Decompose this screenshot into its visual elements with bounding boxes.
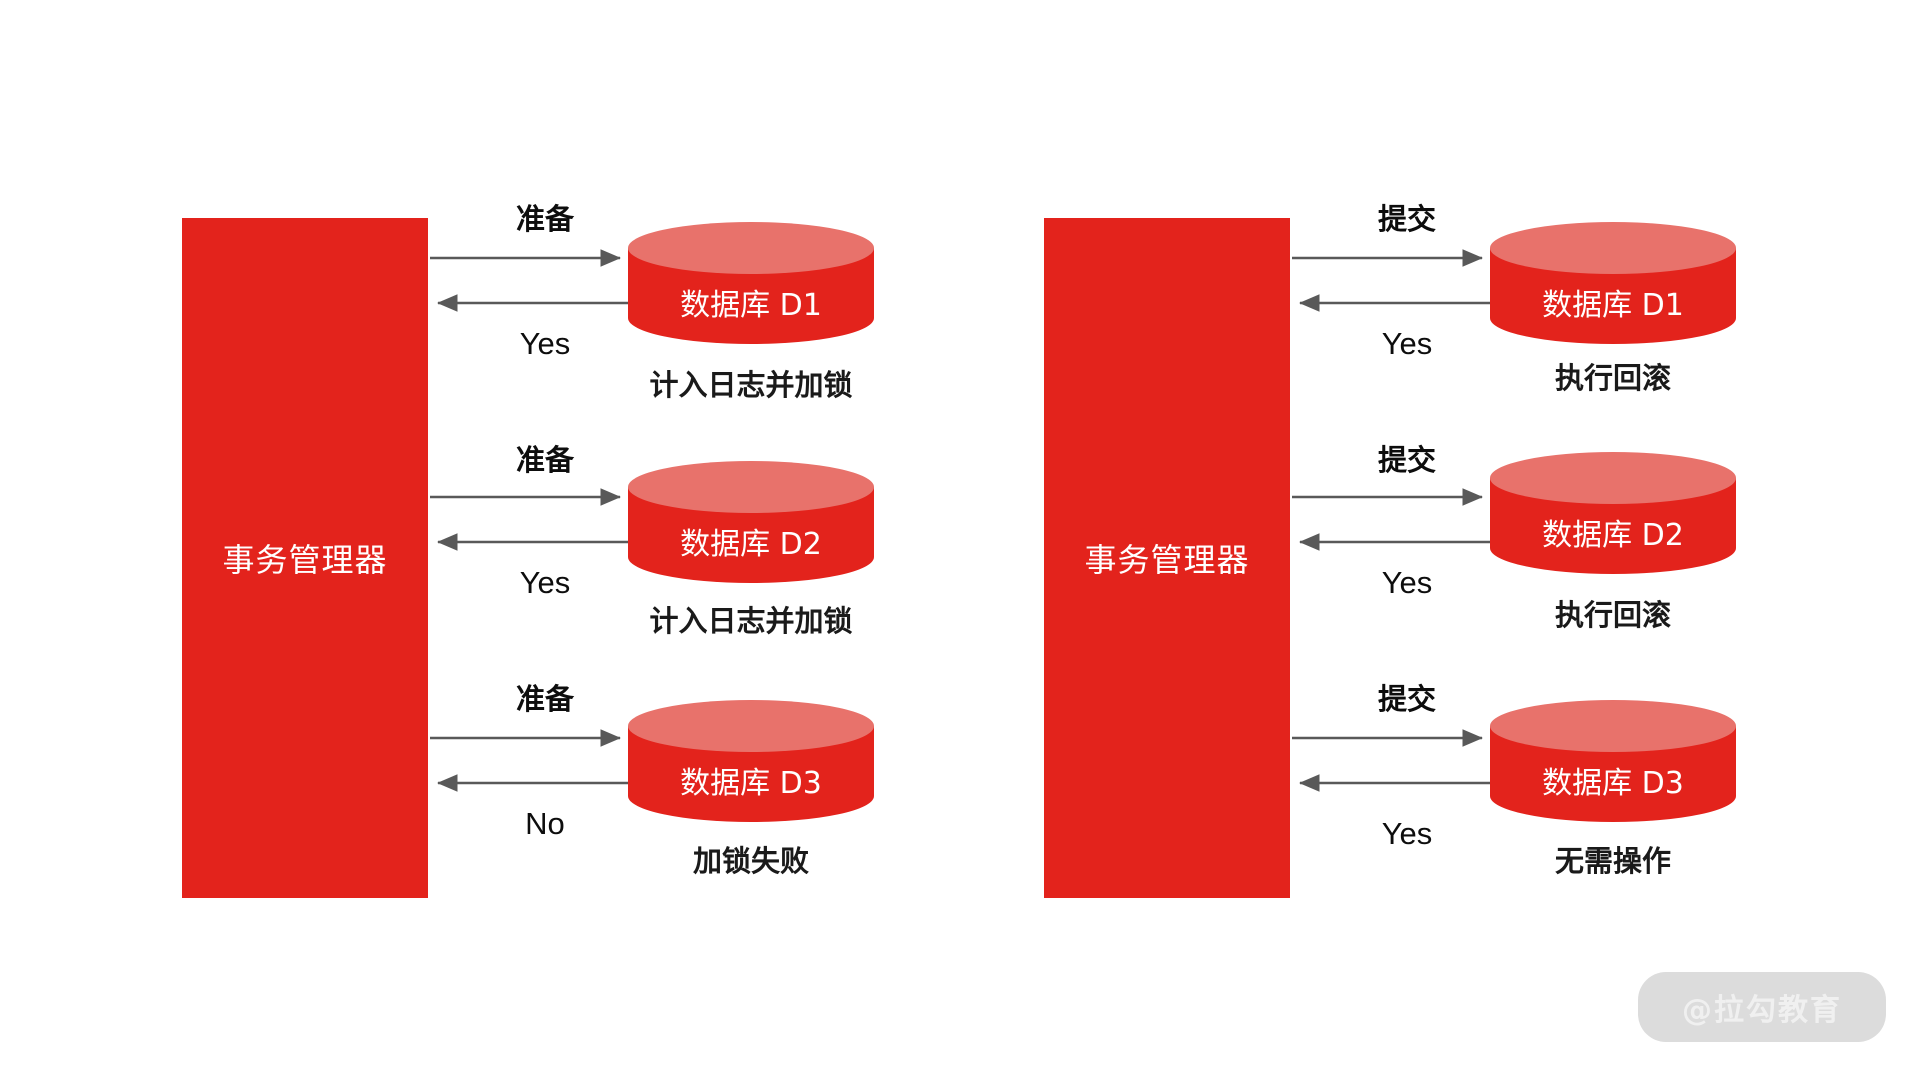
arrow-label-request-d2-left: 准备: [515, 443, 574, 477]
watermark-badge: @拉勾教育: [1638, 972, 1886, 1042]
transaction-manager-box-right: 事务管理器: [1044, 218, 1290, 898]
database-cylinder-d1-left: 数据库 D1: [628, 222, 874, 344]
arrow-label-response-d2-right: Yes: [1381, 565, 1433, 600]
database-cylinder-d3-left: 数据库 D3: [628, 700, 874, 822]
cylinder-shape-icon: [1490, 700, 1736, 822]
caption-d2-left: 计入日志并加锁: [649, 604, 853, 638]
cylinder-shape-icon: [1490, 452, 1736, 574]
arrow-label-response-d1-left: Yes: [519, 326, 571, 361]
transaction-manager-box-left: 事务管理器: [182, 218, 428, 898]
database-cylinder-d1-right: 数据库 D1: [1490, 222, 1736, 344]
database-cylinder-d3-right: 数据库 D3: [1490, 700, 1736, 822]
caption-d3-left: 加锁失败: [692, 844, 809, 878]
watermark-text: @拉勾教育: [1682, 993, 1842, 1028]
database-cylinder-d2-left: 数据库 D2: [628, 461, 874, 583]
arrow-label-response-d2-left: Yes: [519, 565, 571, 600]
database-cylinder-d2-right: 数据库 D2: [1490, 452, 1736, 574]
cylinder-shape-icon: [628, 222, 874, 344]
cylinder-shape-icon: [628, 461, 874, 583]
caption-d2-right: 执行回滚: [1554, 598, 1671, 632]
cylinder-shape-icon: [1490, 222, 1736, 344]
arrow-label-request-d1-right: 提交: [1377, 202, 1436, 236]
caption-d3-right: 无需操作: [1554, 844, 1671, 878]
arrow-label-response-d1-right: Yes: [1381, 326, 1433, 361]
transaction-manager-label: 事务管理器: [222, 541, 388, 579]
caption-d1-left: 计入日志并加锁: [649, 368, 853, 402]
transaction-manager-label: 事务管理器: [1084, 541, 1250, 579]
arrow-label-response-d3-right: Yes: [1381, 816, 1433, 851]
caption-d1-right: 执行回滚: [1554, 361, 1671, 395]
arrow-label-request-d3-right: 提交: [1377, 682, 1436, 716]
arrow-label-request-d2-right: 提交: [1377, 443, 1436, 477]
arrow-label-request-d1-left: 准备: [515, 202, 574, 236]
cylinder-shape-icon: [628, 700, 874, 822]
arrow-label-response-d3-left: No: [525, 806, 565, 841]
arrow-label-request-d3-left: 准备: [515, 682, 574, 716]
